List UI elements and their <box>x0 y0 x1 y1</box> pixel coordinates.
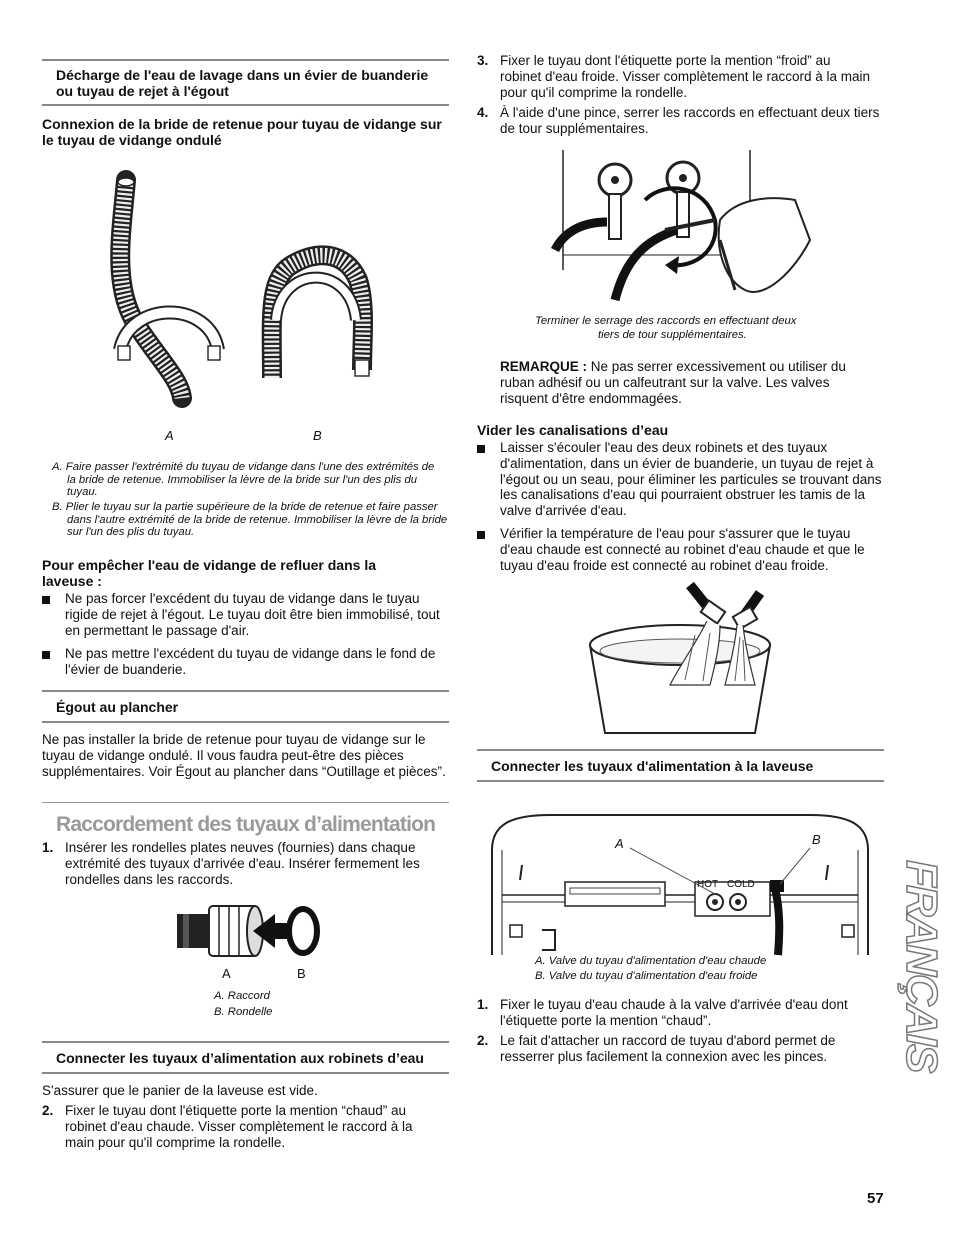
bullet <box>477 445 485 453</box>
section-rule <box>42 1072 449 1074</box>
fig2-caption-b: B. Rondelle <box>214 1006 273 1018</box>
washer-back-illustration <box>491 814 869 956</box>
fig2-label-b: B <box>297 966 306 981</box>
step-1-text: Insérer les rondelles plates neuves (fou… <box>65 840 420 887</box>
backflow-bullet-1: Ne pas forcer l'excédent du tuyau de vid… <box>65 591 440 638</box>
step-number: 3. <box>477 53 489 68</box>
fig5-cold-label: COLD <box>727 879 755 890</box>
drain-hose-illustration <box>110 170 373 408</box>
subsection-title-flush: Vider les canalisations d’eau <box>477 422 669 438</box>
step-number: 1. <box>42 840 54 855</box>
subsection-title-clamp: Connexion de la bride de retenue pour tu… <box>42 116 442 148</box>
step-number: 1. <box>477 997 489 1012</box>
step-number: 2. <box>42 1103 54 1118</box>
step-3-text: Fixer le tuyau dont l'étiquette porte la… <box>500 53 871 100</box>
fig3-caption-line-1: Terminer le serrage des raccords en effe… <box>535 315 797 327</box>
subsection-title-backflow: Pour empêcher l'eau de vidange de reflue… <box>42 557 376 589</box>
section-title-washer-connect: Connecter les tuyaux d'alimentation à la… <box>491 758 814 774</box>
flush-bullet-2: Vérifier la température de l'eau pour s'… <box>500 526 865 573</box>
section-rule <box>42 59 449 61</box>
fig2-label-a: A <box>222 966 231 981</box>
fig5-caption-a: A. Valve du tuyau d'alimentation d'eau c… <box>535 955 767 967</box>
fig1-label-a: A <box>165 428 174 443</box>
fig5-label-b: B <box>812 832 821 847</box>
fig2-caption-a: A. Raccord <box>214 990 270 1002</box>
flush-bullet-1: Laisser s'écouler l'eau des deux robinet… <box>500 440 882 519</box>
section-title-wash-discharge: Décharge de l'eau de lavage dans un évie… <box>56 67 429 99</box>
page-number: 57 <box>867 1190 884 1207</box>
section-rule <box>42 104 449 106</box>
step-number: 4. <box>477 105 489 120</box>
bullet <box>42 596 50 604</box>
fig5-label-a: A <box>615 836 624 851</box>
washer-step-1-text: Fixer le tuyau d'eau chaude à la valve d… <box>500 997 848 1028</box>
fitting-washer-illustration <box>177 905 320 957</box>
fig3-caption-line-2: tiers de tour supplémentaires. <box>598 329 747 341</box>
title-rule <box>42 802 449 803</box>
note-text: Ne pas serrer excessivement ou utiliser … <box>500 359 846 406</box>
fig1-label-b: B <box>313 428 322 443</box>
language-side-tab-text: FRANÇAIS <box>896 859 947 1072</box>
fig5-hot-label: HOT <box>697 879 719 890</box>
faucet-intro: S'assurer que le panier de la laveuse es… <box>42 1083 318 1098</box>
section-rule <box>477 780 884 782</box>
bucket-illustration <box>588 581 772 734</box>
section-title-faucets: Connecter les tuyaux d’alimentation aux … <box>56 1050 424 1066</box>
fig5-caption-b: B. Valve du tuyau d'alimentation d'eau f… <box>535 970 758 982</box>
language-side-tab: FRANÇAIS <box>896 859 947 1072</box>
main-title: Raccordement des tuyaux d’alimentation <box>56 813 436 836</box>
section-rule <box>42 721 449 723</box>
section-rule <box>477 749 884 751</box>
fig1-caption-b: B. Plier le tuyau sur la partie supérieu… <box>52 501 448 539</box>
note-label: REMARQUE : <box>500 359 587 374</box>
step-2-text: Fixer le tuyau dont l'étiquette porte la… <box>65 1103 413 1150</box>
bullet <box>42 651 50 659</box>
pliers-tightening-illustration <box>550 150 812 302</box>
note-paragraph: REMARQUE : Ne pas serrer excessivement o… <box>500 359 870 406</box>
section-rule <box>42 690 449 692</box>
step-number: 2. <box>477 1033 489 1048</box>
section-rule <box>42 1041 449 1043</box>
fig1-caption-a: A. Faire passer l'extrémité du tuyau de … <box>52 461 435 499</box>
washer-step-2-text: Le fait d'attacher un raccord de tuyau d… <box>500 1033 836 1064</box>
step-4-text: À l'aide d'une pince, serrer les raccord… <box>500 105 880 136</box>
section-title-floor-drain: Égout au plancher <box>56 699 179 715</box>
bullet <box>477 531 485 539</box>
backflow-bullet-2: Ne pas mettre l'excédent du tuyau de vid… <box>65 646 436 677</box>
floor-drain-text: Ne pas installer la bride de retenue pou… <box>42 732 446 779</box>
